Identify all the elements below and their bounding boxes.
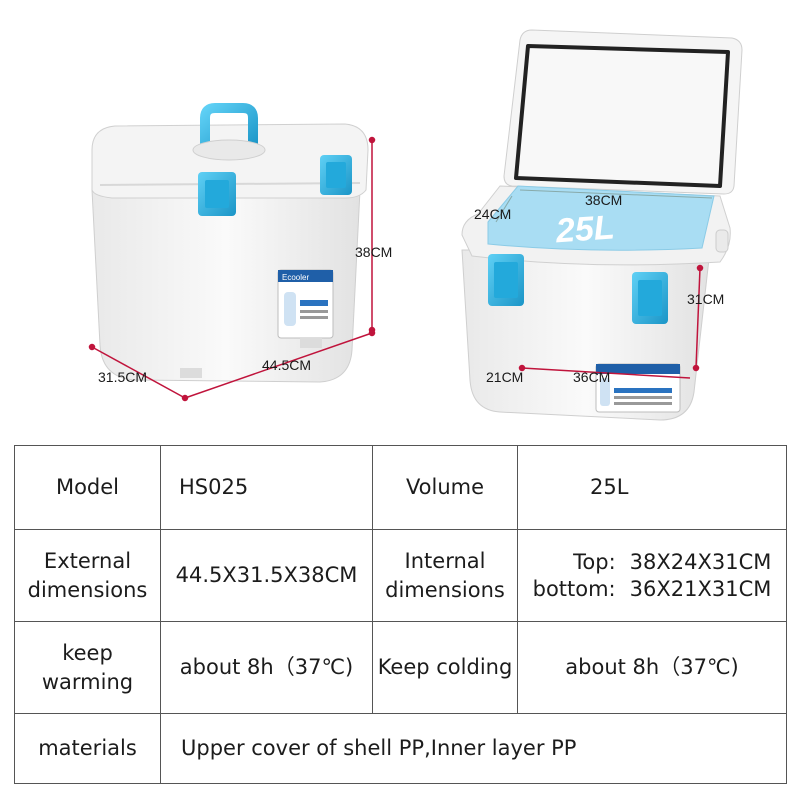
- left-width-label: 44.5CM: [262, 357, 312, 373]
- volume-label: Volume: [372, 445, 518, 530]
- right-bottom-depth-label: 21CM: [486, 369, 524, 385]
- model-label: Model: [14, 445, 161, 530]
- left-depth-label: 31.5CM: [98, 369, 148, 385]
- internal-dimensions-label: Internal dimensions: [372, 529, 518, 622]
- external-dimensions-value: 44.5X31.5X38CM: [160, 529, 373, 622]
- keep-colding-label: Keep colding: [372, 621, 518, 714]
- keep-warming-value: about 8h（37℃): [160, 621, 373, 714]
- spec-table: Model HS025 Volume 25L External dimensio…: [14, 445, 787, 784]
- materials-label: materials: [14, 713, 161, 784]
- table-row: Model HS025 Volume 25L: [14, 445, 787, 530]
- volume-value: 25L: [517, 445, 787, 530]
- right-bottom-width-label: 36CM: [573, 369, 611, 385]
- table-row: materials Upper cover of shell PP,Inner …: [14, 713, 787, 784]
- right-height-label: 31CM: [687, 291, 725, 307]
- right-top-depth-label: 24CM: [474, 206, 512, 222]
- left-height-label: 38CM: [355, 244, 393, 260]
- top-value: 38X24X31CM: [629, 549, 772, 574]
- keep-warming-label: keep warming: [14, 621, 161, 714]
- right-top-width-label: 38CM: [585, 192, 623, 208]
- table-row: External dimensions 44.5X31.5X38CM Inter…: [14, 529, 787, 622]
- model-value: HS025: [160, 445, 373, 530]
- table-row: keep warming about 8h（37℃) Keep colding …: [14, 621, 787, 714]
- left-cooler: Ecooler: [88, 103, 376, 402]
- bottom-key: bottom:: [532, 576, 616, 601]
- volume-badge: 25L: [554, 208, 616, 250]
- keep-colding-value: about 8h（37℃): [517, 621, 787, 714]
- right-cooler: 25L: [461, 29, 743, 421]
- bottom-value: 36X21X31CM: [629, 576, 772, 601]
- materials-value: Upper cover of shell PP,Inner layer PP: [160, 713, 787, 784]
- internal-dimensions-value: Top: 38X24X31CM bottom: 36X21X31CM: [517, 529, 787, 622]
- product-illustration: Ecooler 25L: [88, 29, 743, 421]
- top-key: Top:: [573, 549, 616, 574]
- external-dimensions-label: External dimensions: [14, 529, 161, 622]
- left-brand-text: Ecooler: [282, 273, 309, 282]
